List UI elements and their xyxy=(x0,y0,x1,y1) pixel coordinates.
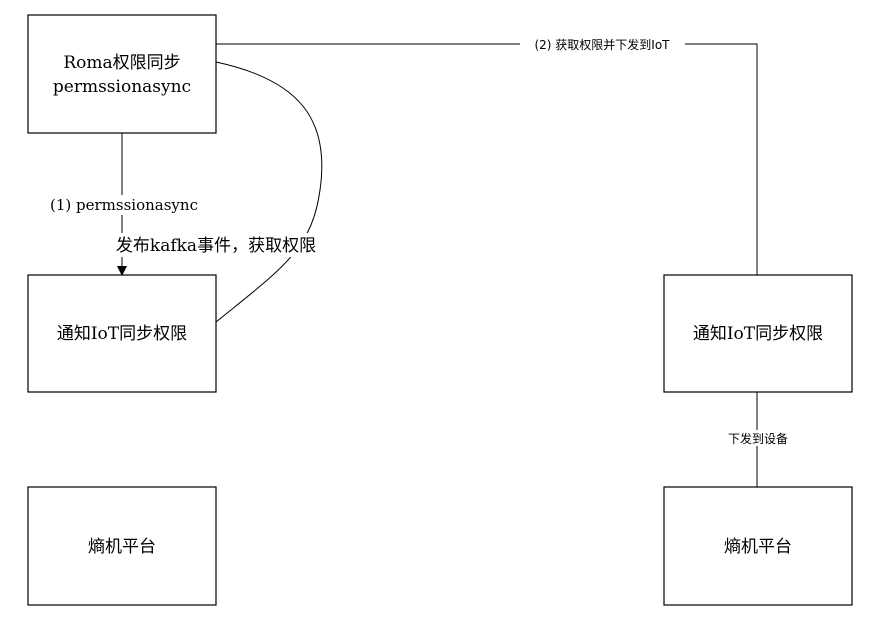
edge-label-step2: (2) 获取权限并下发到IoT xyxy=(534,37,670,52)
node-notify-right[interactable]: 通知IoT同步权限 xyxy=(663,274,853,393)
node-roma-title: Roma权限同步 xyxy=(63,53,180,73)
node-platform-right-label: 熵机平台 xyxy=(724,537,792,557)
edge-step2 xyxy=(216,43,758,275)
node-platform-left[interactable]: 熵机平台 xyxy=(27,486,217,606)
node-roma-subtitle: permssionasync xyxy=(53,77,191,97)
edge-label-step1-line1: (1) permssionasync xyxy=(50,196,198,214)
edge-curve xyxy=(215,61,323,323)
node-roma-sync[interactable]: Roma权限同步 permssionasync xyxy=(27,14,217,134)
node-notify-left-label: 通知IoT同步权限 xyxy=(57,324,187,344)
node-platform-right[interactable]: 熵机平台 xyxy=(663,486,853,606)
edge-label-dispatch: 下发到设备 xyxy=(728,431,788,446)
node-notify-right-label: 通知IoT同步权限 xyxy=(693,324,823,344)
edge-label-step1-line2: 发布kafka事件，获取权限 xyxy=(116,236,316,256)
node-notify-left[interactable]: 通知IoT同步权限 xyxy=(27,274,217,393)
node-platform-left-label: 熵机平台 xyxy=(88,537,156,557)
